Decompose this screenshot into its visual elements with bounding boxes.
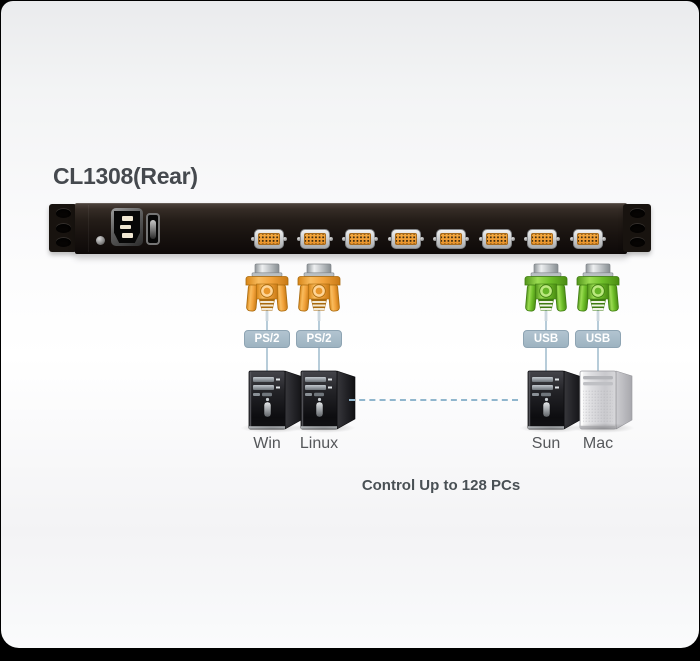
screw-slot-icon [55,238,71,247]
vga-port-icon [296,228,333,250]
screw-slot-icon [55,209,71,218]
power-prong [121,216,133,221]
vga-port-row [251,228,606,250]
computer-tower-icon [579,370,633,430]
vga-port-icon [387,228,424,250]
screw-slot-icon [629,223,645,233]
cable-line [597,309,599,393]
tower-shadow [240,423,304,433]
usb-vga-connector-icon [576,263,620,321]
screw-slot-icon [629,209,645,218]
vga-port-icon [524,228,560,250]
interface-badge: USB [523,330,569,348]
interface-badge: PS/2 [244,330,290,348]
tower-shadow [571,423,635,433]
computer-label: Mac [582,435,614,452]
interface-badge: PS/2 [296,330,342,348]
caption-text: Control Up to 128 PCs [361,477,521,494]
power-prong [119,224,131,230]
vga-port-icon [251,228,287,250]
tower-shadow [292,423,356,433]
diagram-card: CL1308(Rear) [1,1,699,648]
computer-label: Linux [299,435,339,452]
computer-label: Sun [531,435,561,452]
diagram-title: CL1308(Rear) [53,163,198,189]
power-switch-icon [146,213,160,245]
connection-column-mac: USB Mac [563,263,635,463]
ground-screw-icon [96,236,105,245]
computer-label: Win [253,435,281,452]
ps2-vga-connector-icon [245,263,289,321]
power-prong [121,233,133,238]
cable-line [266,309,268,393]
vga-port-icon [569,228,606,250]
kvm-switch-rear [49,202,653,256]
connection-column-win: PS/2 Win [232,263,304,463]
cable-line [545,309,547,393]
computer-tower-icon [248,370,304,430]
connection-column-linux: PS/2 Linux [284,263,356,463]
cable-line [318,309,320,393]
expansion-dashed-line [349,399,518,401]
power-rocker [150,219,156,239]
vga-port-icon [433,228,469,250]
screw-slot-icon [55,223,71,233]
interface-badge: USB [575,330,621,348]
tower-shadow [519,423,583,433]
vga-port-icon [342,228,378,250]
computer-tower-icon [300,370,356,430]
computer-tower-icon [527,370,583,430]
vga-port-icon [478,228,515,250]
ps2-vga-connector-icon [297,263,341,321]
connection-column-sun: USB Sun [511,263,583,463]
rack-body [75,203,627,254]
power-inlet-icon [111,208,143,246]
rack-ear-right-icon [623,204,651,252]
usb-vga-connector-icon [524,263,568,321]
power-inlet-face [114,211,140,243]
rack-ear-left-icon [49,204,77,252]
screw-slot-icon [629,238,645,247]
